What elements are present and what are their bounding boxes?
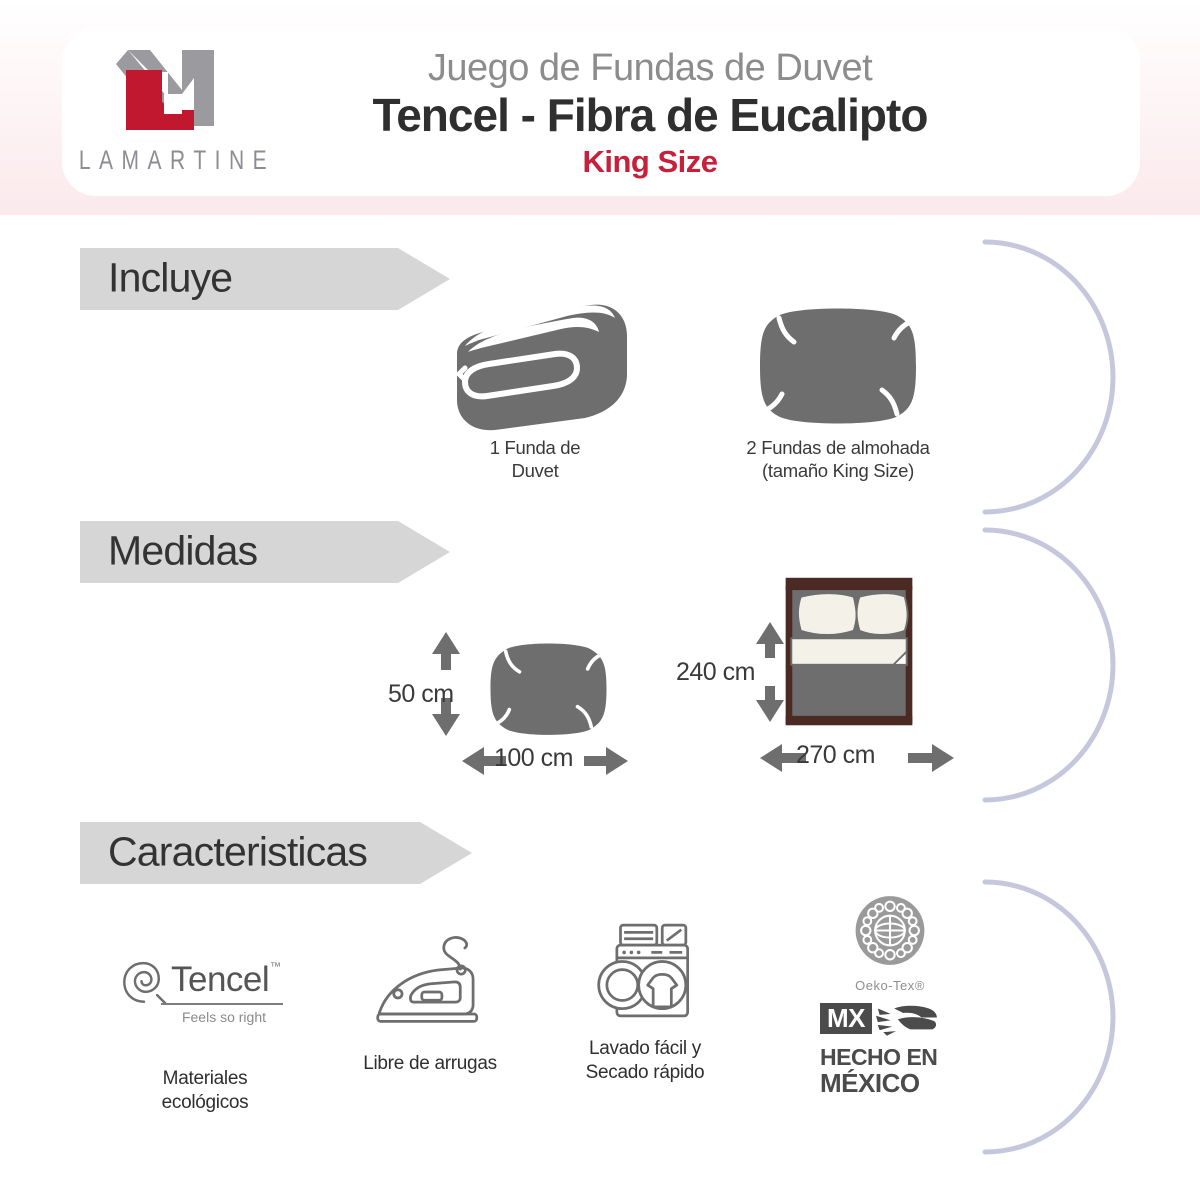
- caption-line-1: 2 Fundas de almohada: [746, 437, 930, 458]
- pillow-width-label: 100 cm: [494, 744, 573, 772]
- mexico-label: MÉXICO: [820, 1068, 920, 1099]
- caption-line-2: Duvet: [511, 460, 559, 482]
- header-card: [62, 28, 1140, 196]
- hecho-en-label: HECHO EN: [820, 1044, 938, 1070]
- section-banner-medidas: Medidas: [80, 521, 450, 583]
- washing-machine-icon: [540, 905, 750, 1027]
- title-line-2: Tencel - Fibra de Eucalipto: [372, 89, 929, 142]
- brand-wordmark: LAMARTINE: [78, 146, 276, 176]
- tencel-trademark: ™: [270, 961, 281, 973]
- feature-caption-lavado: Lavado fácil y Secado rápido: [540, 1037, 750, 1085]
- hecho-en-mexico-icon: MX HECHO EN MÉXICO: [820, 1003, 960, 1098]
- measure-group-pillow: 50 cm 100 cm: [380, 620, 630, 780]
- bed-top-view-icon: [778, 574, 920, 735]
- oeko-tex-label: Oeko-Tex®: [855, 978, 925, 993]
- tencel-tagline: Feels so right: [181, 1009, 267, 1025]
- title-line-1: Juego de Fundas de Duvet: [427, 47, 873, 89]
- folded-duvet-icon: [430, 296, 640, 436]
- decor-arc-3: [982, 879, 1116, 1155]
- bed-width-label: 270 cm: [796, 741, 875, 769]
- feature-libre-de-arrugas: Libre de arrugas: [325, 920, 535, 1076]
- tencel-logo-icon: Tencel ™ Feels so right: [100, 935, 310, 1057]
- vertical-dimension-arrow-bed: [756, 622, 784, 722]
- feature-caption-materiales: Materiales ecológicos: [100, 1067, 310, 1115]
- measure-group-bed: 240 cm 270 cm: [668, 560, 968, 780]
- horizontal-dimension-arrow-bed: 270 cm: [758, 741, 958, 774]
- decor-arc-1: [982, 239, 1116, 515]
- feature-materiales-ecologicos: Tencel ™ Feels so right Materiales ecoló…: [100, 935, 310, 1115]
- tencel-underline: [161, 1003, 283, 1005]
- pillow-icon: [476, 634, 621, 748]
- horizontal-dimension-arrow-pillow: 100 cm: [460, 744, 630, 777]
- lamartine-m-monogram-icon: [110, 48, 218, 140]
- caption-line-2: ecológicos: [161, 1091, 249, 1113]
- caption-line-1: 1 Funda de: [489, 437, 581, 458]
- mx-badge: MX: [820, 1003, 872, 1035]
- include-item-pillowcases: 2 Fundas de almohada (tamaño King Size): [718, 296, 958, 482]
- include-caption-pillowcases: 2 Fundas de almohada (tamaño King Size): [718, 436, 958, 482]
- oeko-tex-icon: Oeko-Tex®: [785, 893, 995, 993]
- tencel-logo-text: Tencel: [171, 960, 270, 999]
- section-banner-caracteristicas: Caracteristicas: [80, 822, 472, 884]
- banner-shape: [80, 248, 450, 310]
- page-title: Juego de Fundas de Duvet Tencel - Fibra …: [300, 47, 1000, 179]
- banner-label: Caracteristicas: [108, 828, 368, 875]
- header-band: [0, 0, 1200, 215]
- include-item-duvet: 1 Funda de Duvet: [430, 296, 640, 482]
- caption-line-2: (tamaño King Size): [762, 460, 914, 482]
- caption-line-2: Secado rápido: [585, 1061, 705, 1083]
- banner-shape: [80, 822, 472, 884]
- feature-certifications: Oeko-Tex® MX HECHO EN MÉXICO: [785, 893, 995, 1098]
- bed-height-label: 240 cm: [676, 658, 755, 686]
- decor-arc-2: [982, 527, 1116, 803]
- vertical-dimension-arrow-pillow: [432, 632, 460, 736]
- caption-line-1: Materiales: [162, 1068, 248, 1089]
- brand-logo: LAMARTINE: [72, 48, 282, 188]
- pillow-icon: [718, 296, 958, 436]
- feature-caption-arrugas: Libre de arrugas: [325, 1052, 535, 1076]
- caption-line-1: Libre de arrugas: [363, 1053, 497, 1074]
- eagle-icon: [876, 1005, 937, 1036]
- caption-line-1: Lavado fácil y: [589, 1038, 701, 1059]
- iron-icon: [325, 920, 535, 1042]
- banner-shape: [80, 521, 450, 583]
- feature-lavado-secado: Lavado fácil y Secado rápido: [540, 905, 750, 1085]
- banner-label: Medidas: [108, 527, 258, 574]
- include-caption-duvet: 1 Funda de Duvet: [430, 436, 640, 482]
- section-banner-incluye: Incluye: [80, 248, 450, 310]
- pillow-height-label: 50 cm: [388, 680, 454, 708]
- title-line-3: King Size: [582, 143, 718, 179]
- banner-label: Incluye: [108, 254, 233, 301]
